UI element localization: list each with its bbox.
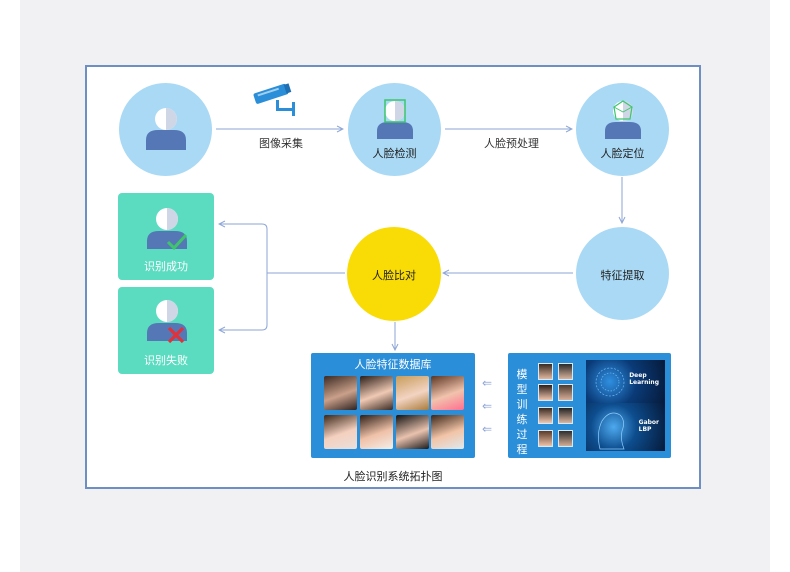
edge-branch-success: [219, 224, 268, 273]
cross-icon: [166, 325, 186, 349]
model-training-title: 模 型 训 练 过 程: [516, 368, 528, 456]
gabor-lbp-image: Gabor LBP: [586, 403, 665, 451]
train-arrow-icon: ⇐: [482, 422, 493, 436]
training-face-photo: [558, 407, 573, 424]
result-success-card: 识别成功: [118, 193, 214, 280]
result-success-label: 识别成功: [144, 260, 188, 273]
face-photo: [431, 376, 464, 410]
node-feature: 特征提取: [576, 227, 669, 320]
node-feature-label: 特征提取: [600, 268, 645, 282]
train-arrow-icon: ⇐: [482, 399, 493, 413]
camera-icon: [250, 80, 300, 116]
face-database-title: 人脸特征数据库: [354, 358, 432, 371]
face-photo: [324, 415, 357, 449]
diagram-caption: 人脸识别系统拓扑图: [343, 470, 443, 483]
face-mesh-icon: [603, 99, 643, 143]
node-detect-label: 人脸检测: [372, 146, 417, 160]
model-1-label: Deep Learning: [629, 372, 659, 386]
node-compare: 人脸比对: [347, 227, 441, 321]
edge-label-preprocess: 人脸预处理: [484, 137, 539, 150]
result-failure-label: 识别失败: [144, 354, 188, 367]
check-icon: [166, 233, 188, 255]
training-face-photo: [558, 363, 573, 380]
training-face-photo: [538, 363, 553, 380]
deep-learning-image: Deep Learning: [586, 360, 665, 403]
face-photo: [431, 415, 464, 449]
face-database-panel: 人脸特征数据库: [311, 353, 475, 458]
face-photo: [360, 415, 393, 449]
face-photo: [396, 415, 429, 449]
training-face-photo: [558, 430, 573, 447]
face-photo: [360, 376, 393, 410]
node-locate: 人脸定位: [576, 83, 669, 176]
person-icon: [144, 106, 188, 154]
edge-branch-failure: [219, 273, 268, 330]
training-face-photo: [538, 430, 553, 447]
face-photo: [324, 376, 357, 410]
node-capture: [119, 83, 212, 176]
train-arrow-icon: ⇐: [482, 376, 493, 390]
node-compare-label: 人脸比对: [372, 269, 416, 282]
result-failure-card: 识别失败: [118, 287, 214, 374]
training-face-photo: [538, 407, 553, 424]
face-scan-icon: [375, 98, 415, 143]
node-locate-label: 人脸定位: [600, 146, 645, 160]
node-detect: 人脸检测: [348, 83, 441, 176]
training-face-photo: [538, 384, 553, 401]
edge-label-capture: 图像采集: [259, 137, 303, 150]
training-face-photo: [558, 384, 573, 401]
face-photo: [396, 376, 429, 410]
model-2-label: Gabor LBP: [638, 419, 659, 433]
